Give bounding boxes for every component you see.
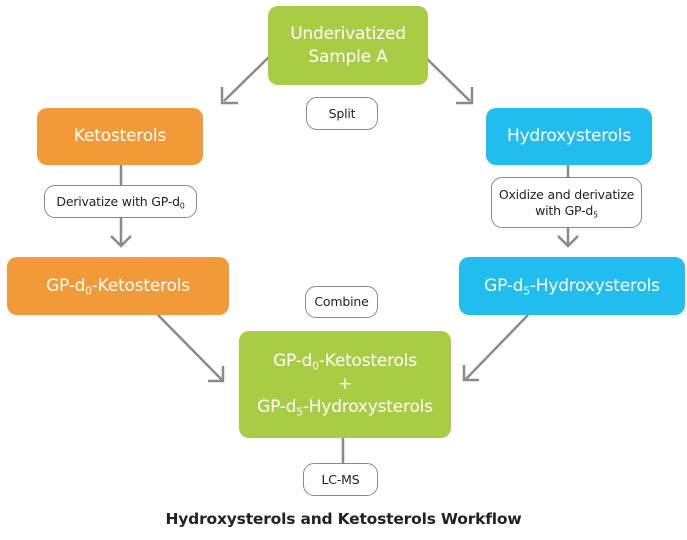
label-subscript: 0 xyxy=(85,285,92,298)
node-combined-line3: GP-d5-Hydroxysterols xyxy=(257,396,433,419)
node-gp-d0-ketosterols: GP-d0-Ketosterols xyxy=(7,257,229,315)
step-oxidize-subscript: 5 xyxy=(593,210,598,220)
node-hydroxysterols-label: Hydroxysterols xyxy=(506,126,632,146)
arrow-gp-d5-to-combined xyxy=(462,314,529,382)
node-sample-line2: Sample A xyxy=(308,46,388,67)
step-combine-label: Combine xyxy=(314,294,369,309)
step-split-label: Split xyxy=(328,105,356,121)
node-gp-d5-hydroxysterols-label: GP-d5-Hydroxysterols xyxy=(484,275,660,298)
label-prefix: GP-d xyxy=(257,397,297,417)
label-subscript: 5 xyxy=(523,285,530,298)
step-combine: Combine xyxy=(305,286,378,318)
step-derivatize-label: Derivatize with GP-d0 xyxy=(56,194,184,210)
step-oxidize-line2-text: with GP-d xyxy=(535,202,594,218)
arrow-sample-to-ketosterols xyxy=(220,55,271,105)
label-suffix: -Hydroxysterols xyxy=(529,275,660,296)
step-lcms: LC-MS xyxy=(303,463,378,496)
step-split: Split xyxy=(306,97,378,130)
label-prefix: GP-d xyxy=(46,275,86,296)
label-prefix: GP-d xyxy=(273,351,313,371)
node-combined-line1: GP-d0-Ketosterols xyxy=(273,350,417,373)
label-subscript: 0 xyxy=(312,360,319,373)
node-underivatized-sample: Underivatized Sample A xyxy=(268,6,428,85)
arrow-oxidize-to-gp-d5-hydroxysterols xyxy=(557,228,579,248)
step-derivatize-subscript: 0 xyxy=(179,201,185,211)
node-combined-plus: + xyxy=(337,374,353,394)
step-oxidize-derivatize: Oxidize and derivatize with GP-d5 xyxy=(491,177,642,228)
step-oxidize-line1: Oxidize and derivatize xyxy=(498,186,635,202)
arrow-gp-d0-to-combined xyxy=(157,314,225,383)
node-gp-d0-ketosterols-label: GP-d0-Ketosterols xyxy=(46,275,190,298)
diagram-title: Hydroxysterols and Ketosterols Workflow xyxy=(165,510,522,528)
step-derivatize-text: Derivatize with GP-d xyxy=(56,193,180,209)
node-gp-d5-hydroxysterols: GP-d5-Hydroxysterols xyxy=(459,257,685,315)
label-suffix: -Hydroxysterols xyxy=(302,397,433,417)
node-hydroxysterols: Hydroxysterols xyxy=(486,108,652,165)
label-suffix: -Ketosterols xyxy=(318,351,417,371)
arrow-derivatize-to-gp-d0-ketosterols xyxy=(110,218,132,248)
label-suffix: -Ketosterols xyxy=(91,275,190,296)
label-prefix: GP-d xyxy=(484,275,524,296)
node-ketosterols-label: Ketosterols xyxy=(73,126,167,146)
node-combined: GP-d0-Ketosterols + GP-d5-Hydroxysterols xyxy=(239,331,451,438)
label-subscript: 5 xyxy=(296,406,303,419)
node-ketosterols: Ketosterols xyxy=(37,108,203,165)
node-sample-line1: Underivatized xyxy=(290,23,406,44)
step-lcms-label: LC-MS xyxy=(321,471,360,487)
step-oxidize-line2: with GP-d5 xyxy=(535,203,598,219)
step-derivatize: Derivatize with GP-d0 xyxy=(44,185,197,218)
